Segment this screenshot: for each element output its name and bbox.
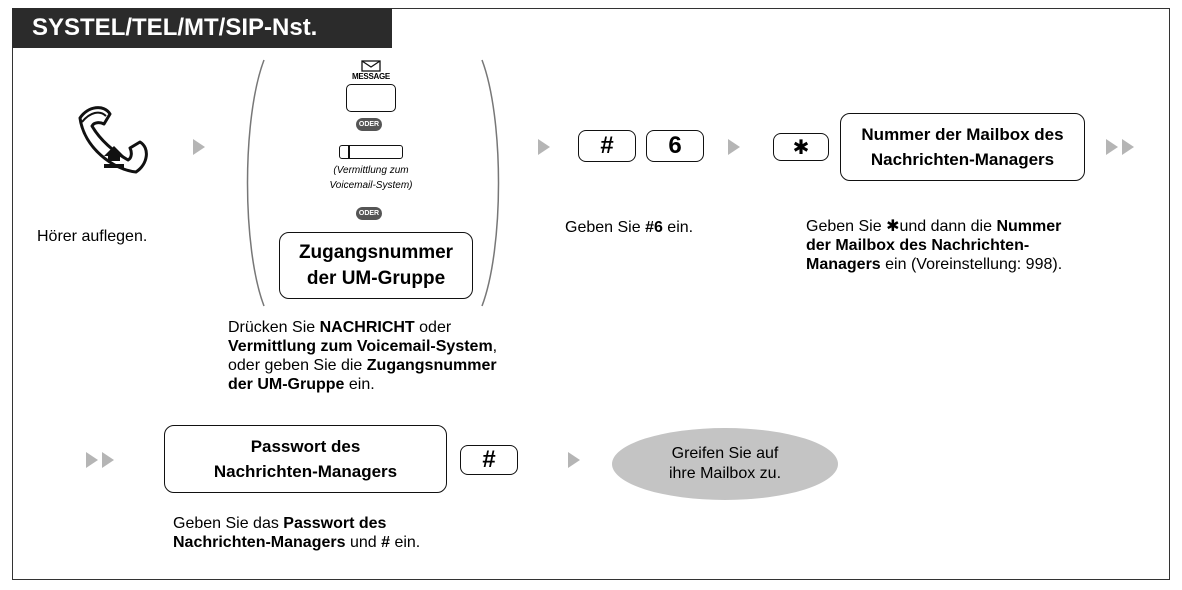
step2-caption: Drücken Sie NACHRICHT oder Vermittlung z…	[228, 319, 498, 393]
hash-key-2: #	[460, 445, 518, 475]
voicemail-key-icon	[339, 145, 403, 159]
message-key-icon	[346, 84, 396, 112]
result-line1: Greifen Sie auf	[671, 445, 779, 462]
mailbox-number-line2: Nachrichten-Managers	[870, 150, 1055, 169]
diagram-frame	[12, 8, 1170, 580]
result-line2: ihre Mailbox zu.	[668, 465, 782, 482]
envelope-icon	[361, 60, 381, 72]
left-parenthesis	[246, 59, 265, 307]
oder-badge-1: ODER	[356, 118, 382, 131]
right-parenthesis	[481, 59, 500, 307]
arrow-step5-result	[568, 452, 580, 468]
access-number-line1: Zugangsnummer	[298, 241, 454, 263]
six-key: 6	[646, 130, 704, 162]
mailbox-number-line1: Nummer der Mailbox des	[861, 125, 1064, 144]
voicemail-note-line2: Voicemail-System)	[329, 180, 413, 191]
oder-badge-2: ODER	[356, 207, 382, 220]
result-ellipse: Greifen Sie auf ihre Mailbox zu.	[612, 428, 838, 500]
step1-caption: Hörer auflegen.	[37, 228, 148, 245]
access-number-line2: der UM-Gruppe	[306, 267, 446, 289]
step3-caption: Geben Sie #6 ein.	[565, 219, 694, 236]
diagram-title: SYSTEL/TEL/MT/SIP-Nst.	[12, 8, 392, 48]
arrow-step1-step2	[193, 139, 205, 155]
arrow-step3-step4	[728, 139, 740, 155]
password-box: Passwort des Nachrichten-Managers	[164, 425, 447, 493]
star-key: ✱	[773, 133, 829, 161]
password-line1: Passwort des	[250, 437, 361, 456]
double-arrow-continue	[1106, 139, 1134, 155]
access-number-box: Zugangsnummer der UM-Gruppe	[279, 232, 473, 299]
message-label: MESSAGE	[352, 72, 390, 81]
hash-key: #	[578, 130, 636, 162]
handset-hang-up-icon	[78, 106, 148, 174]
step5-caption: Geben Sie das Passwort des Nachrichten-M…	[173, 515, 421, 551]
voicemail-note-line1: (Vermittlung zum	[333, 165, 409, 176]
password-line2: Nachrichten-Managers	[213, 462, 398, 481]
arrow-step2-step3	[538, 139, 550, 155]
mailbox-number-box: Nummer der Mailbox des Nachrichten-Manag…	[840, 113, 1085, 181]
step4-caption: Geben Sie ✱und dann die Nummer der Mailb…	[806, 218, 1063, 273]
double-arrow-row2	[86, 452, 114, 468]
